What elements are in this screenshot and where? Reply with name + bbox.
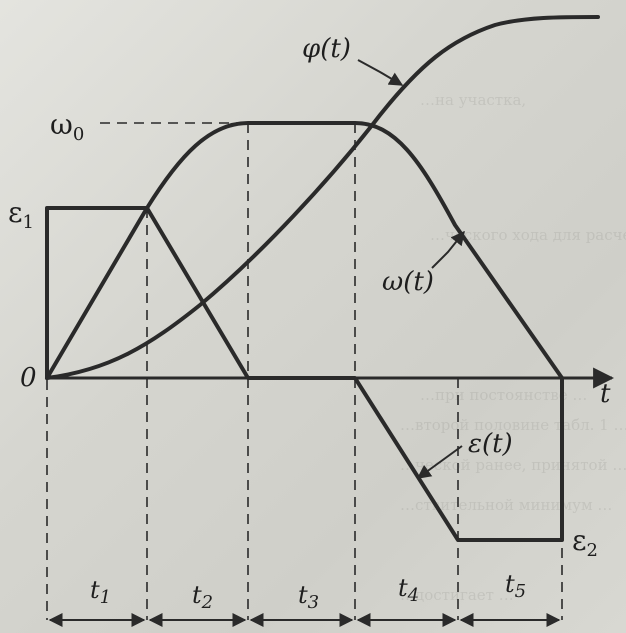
svg-text:…ствительной минимум …: …ствительной минимум …: [400, 496, 612, 514]
phi-label-pointer: [357, 59, 404, 86]
epsilon-label-pointer: [416, 445, 463, 479]
svg-text:…на участка,: …на участка,: [420, 91, 526, 109]
svg-text:…ческого хода для расчетного …: …ческого хода для расчетного …: [430, 226, 626, 244]
svg-text:…при постоянстве …: …при постоянстве …: [420, 386, 587, 404]
background-page-text: …на участка, …ческого хода для расчетног…: [400, 91, 626, 604]
omega-curve: [45, 121, 564, 380]
svg-text:…ческой ранее, принятой …: …ческой ранее, принятой …: [400, 456, 626, 474]
interval-label-5: t5: [505, 570, 526, 602]
epsilon1-label: ε1: [8, 196, 34, 233]
origin-label: 0: [20, 363, 37, 393]
interval-label-2: t2: [192, 581, 213, 613]
phi-curve: [45, 15, 600, 380]
svg-text:…достигает …: …достигает …: [400, 586, 514, 604]
epsilon-curve: [45, 206, 564, 542]
interval-label-1: t1: [90, 576, 111, 608]
phi-curve-label: φ(t): [302, 34, 351, 64]
interval-label-3: t3: [298, 581, 319, 613]
epsilon-curve-label: ε(t): [468, 429, 513, 459]
omega0-label: ω0: [50, 108, 84, 145]
omega-label-pointer: [431, 230, 465, 269]
svg-text:…второй половине табл. 1 …: …второй половине табл. 1 …: [400, 416, 626, 434]
t-axis-label: t: [600, 379, 611, 409]
epsilon2-label: ε2: [572, 524, 598, 561]
omega-curve-label: ω(t): [382, 267, 434, 297]
interval-label-4: t4: [398, 574, 419, 606]
